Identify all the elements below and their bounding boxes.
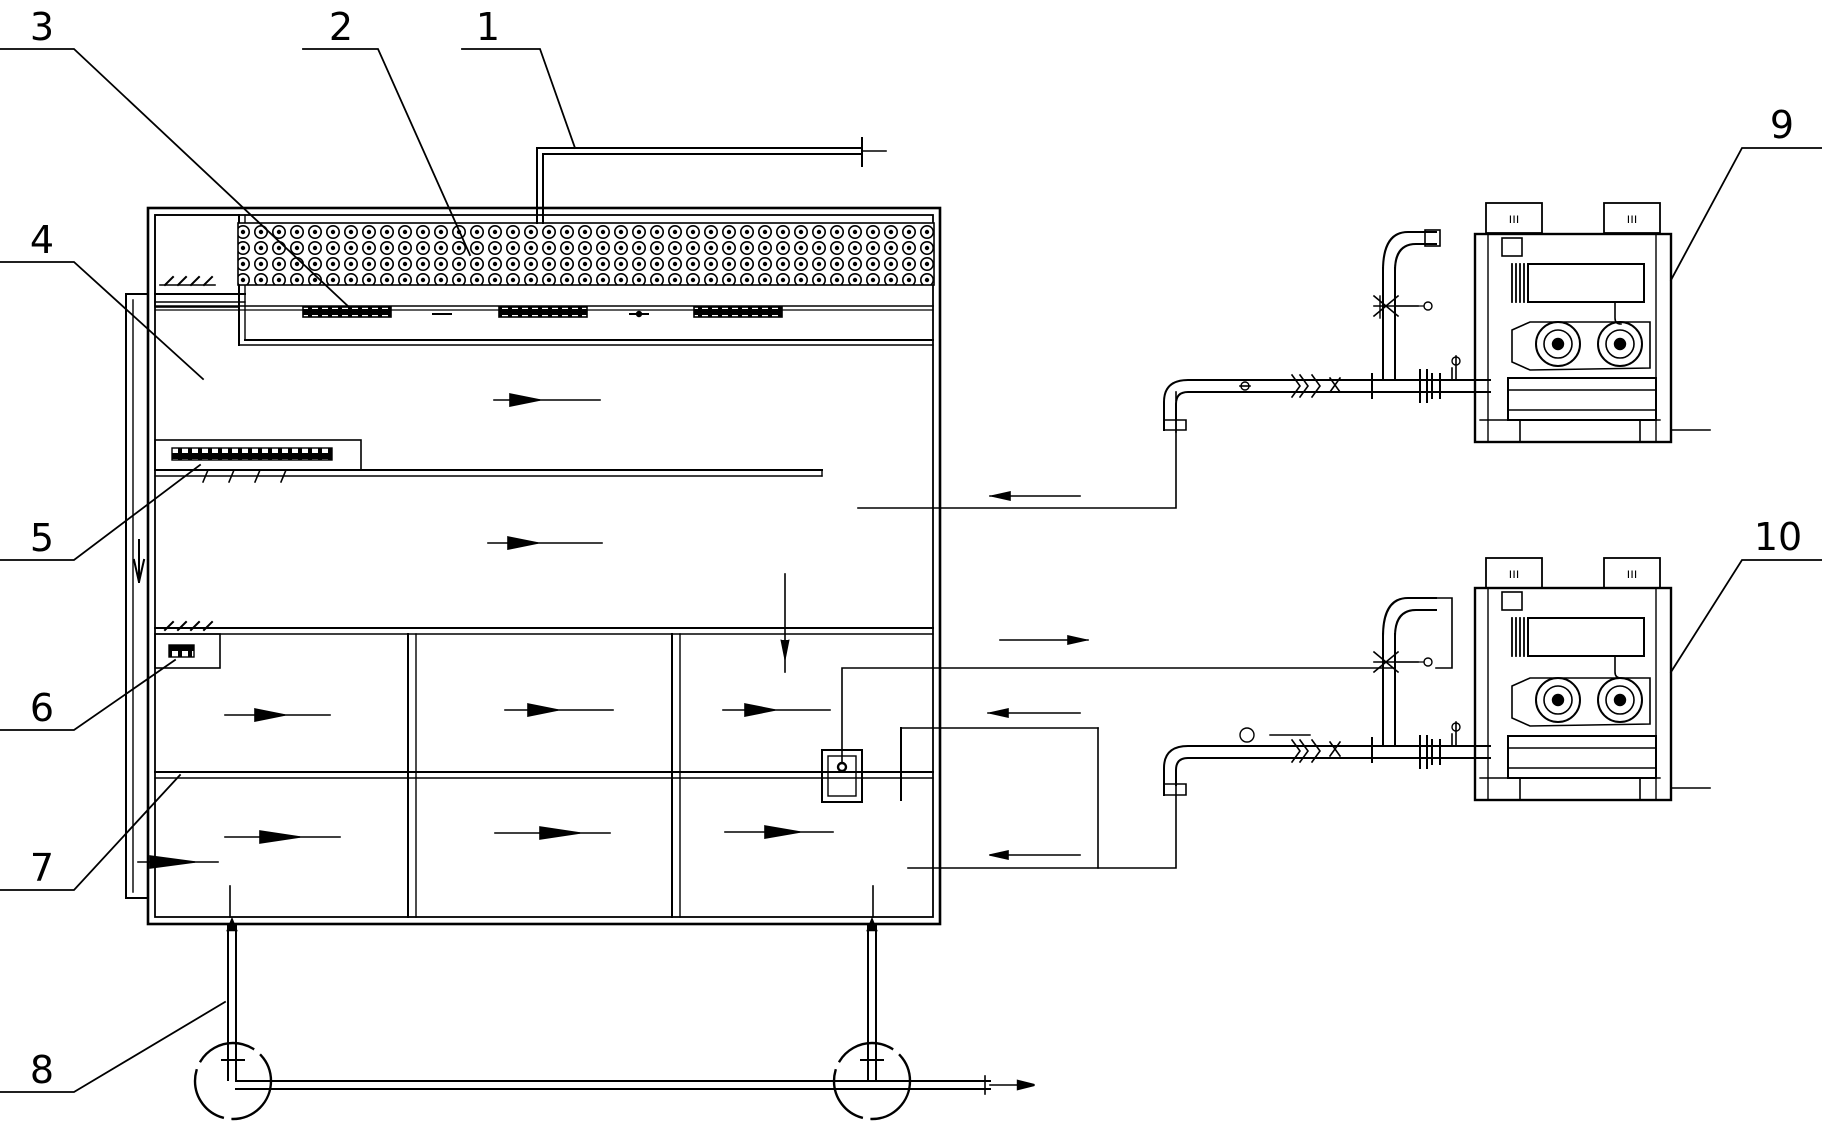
diffuser-bars <box>302 306 783 318</box>
chamber-4 <box>154 439 934 635</box>
callout-leaders <box>0 48 1822 1093</box>
fan-mark-2: ııı <box>1627 212 1638 227</box>
inlet-pipe <box>536 137 887 224</box>
blower-10 <box>1163 557 1711 802</box>
header-pipes <box>154 275 246 303</box>
callout-6: 6 <box>30 686 54 730</box>
callout-1: 1 <box>476 5 500 49</box>
callout-2: 2 <box>329 5 353 49</box>
fan-mark-1: ııı <box>1509 212 1520 227</box>
lower-cells <box>154 633 934 918</box>
callout-8: 8 <box>30 1048 54 1092</box>
blower-9 <box>1163 202 1711 444</box>
bottom-discharge <box>193 885 1035 1121</box>
top-compartment <box>154 214 935 346</box>
callout-4: 4 <box>30 218 54 262</box>
callout-9: 9 <box>1770 103 1794 147</box>
callout-7: 7 <box>30 846 54 890</box>
chamber-6-box <box>154 620 221 669</box>
left-channel <box>125 293 149 899</box>
air-supply-lines <box>857 419 1177 869</box>
flow-arrows <box>137 393 834 869</box>
fan-mark-4: ııı <box>1627 567 1638 582</box>
callout-10: 10 <box>1754 515 1802 559</box>
callout-numbers: 1 2 3 4 5 6 7 8 9 10 <box>30 5 1802 1092</box>
fan-mark-3: ııı <box>1509 567 1520 582</box>
probe-lines <box>780 573 1099 869</box>
overflow-box <box>821 667 1394 803</box>
callout-3: 3 <box>30 5 54 49</box>
fan-marks: ııı ııı ııı ııı <box>1509 212 1638 582</box>
callout-5: 5 <box>30 516 54 560</box>
